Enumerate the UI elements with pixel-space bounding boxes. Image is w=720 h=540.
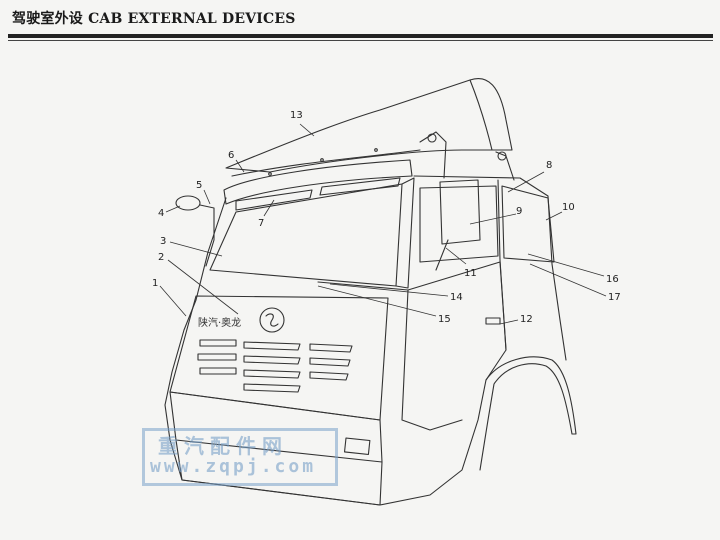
roof-window-left [235, 189, 313, 211]
step-well [401, 289, 463, 431]
callout-5: 5 [196, 180, 202, 191]
a-pillar [395, 177, 415, 289]
roof-spoiler-inner [231, 149, 421, 177]
callout-4: 4 [158, 208, 164, 219]
callout-6: 6 [228, 150, 234, 161]
page-title: 驾驶室外设 CAB EXTERNAL DEVICES [12, 11, 296, 27]
left-mirror [175, 195, 201, 211]
callout-1: 1 [152, 278, 158, 289]
roof-spoiler [225, 78, 513, 173]
door-lower [407, 261, 507, 381]
callout-10: 10 [562, 202, 575, 213]
callout-11: 11 [464, 268, 477, 279]
callout-13: 13 [290, 110, 303, 121]
callout-7: 7 [258, 218, 264, 229]
callout-16: 16 [606, 274, 619, 285]
header-rule-thin [8, 40, 713, 41]
callout-12: 12 [520, 314, 533, 325]
watermark-chinese: 重汽配件网 [158, 434, 288, 458]
sun-visor [223, 159, 413, 205]
roof-window-right [319, 177, 401, 196]
roof-spoiler-edge [469, 79, 493, 151]
side-mirror [439, 179, 481, 245]
grille-slats [197, 339, 353, 393]
rear-window [501, 185, 555, 263]
callout-14: 14 [450, 292, 463, 303]
watermark-frame [142, 428, 338, 486]
watermark-url: www.zqpj.com [150, 456, 317, 477]
brand-logo [259, 307, 285, 333]
header-rule-thick [8, 34, 713, 38]
callout-8: 8 [546, 160, 552, 171]
door-handle [485, 317, 501, 325]
callout-3: 3 [160, 236, 166, 247]
door-frame [413, 175, 567, 361]
door-window [419, 185, 499, 263]
callout-9: 9 [516, 206, 522, 217]
grille-brand-text: 陕汽·奥龙 [198, 316, 241, 329]
cab-outline [164, 197, 577, 506]
callout-15: 15 [438, 314, 451, 325]
callout-17: 17 [608, 292, 621, 303]
callout-2: 2 [158, 252, 164, 263]
